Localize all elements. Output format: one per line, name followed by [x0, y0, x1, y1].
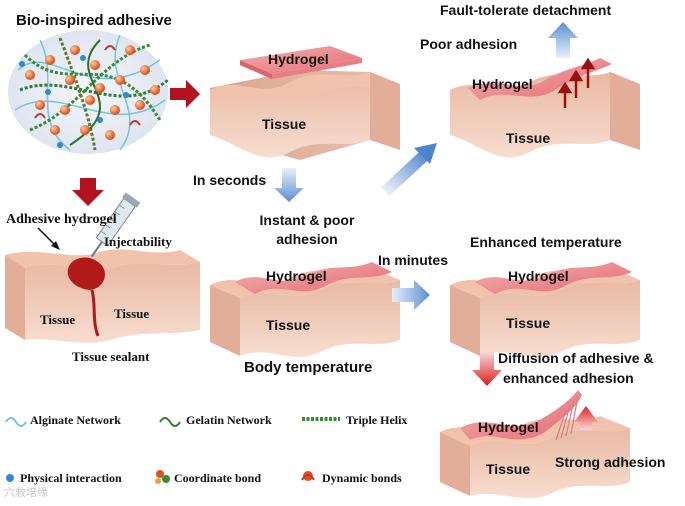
center-tissue-label: Tissue	[266, 317, 311, 333]
instant-poor-line1: Instant & poor	[259, 212, 355, 228]
legend-coordinate: Coordinate bond	[174, 471, 262, 485]
bottom-right-block	[440, 390, 630, 499]
enhanced-temperature-heading: Enhanced temperature	[470, 234, 622, 250]
left-tissue-block	[5, 192, 200, 343]
gelatin-icon	[159, 417, 181, 427]
in-minutes-label: In minutes	[378, 252, 449, 268]
dynamic-bond-icon	[301, 471, 315, 481]
middle-right-hydrogel-label: Hydrogel	[508, 268, 569, 284]
center-block	[210, 262, 400, 357]
blue-arrow-down	[274, 168, 304, 202]
top-right-tissue-label: Tissue	[506, 130, 551, 146]
top-right-block	[450, 57, 640, 158]
top-right-hydrogel-label: Hydrogel	[472, 76, 533, 92]
top-middle-block	[210, 46, 400, 160]
bottom-right-tissue-label: Tissue	[486, 461, 531, 477]
alginate-icon	[5, 417, 27, 427]
strong-adhesion-label: Strong adhesion	[555, 454, 666, 470]
in-seconds-label: In seconds	[193, 172, 267, 188]
coordinate-bond-icon	[155, 470, 170, 484]
physical-interaction-icon	[6, 474, 14, 482]
top-middle-tissue-label: Tissue	[262, 116, 307, 132]
legend-alginate: Alginate Network	[30, 413, 121, 427]
bottom-right-hydrogel-label: Hydrogel	[478, 419, 539, 435]
poor-adhesion-heading: Poor adhesion	[420, 36, 518, 52]
red-arrow-down	[72, 178, 104, 206]
middle-right-block	[450, 262, 640, 357]
diffusion-line2: enhanced adhesion	[503, 370, 634, 386]
body-temperature-caption: Body temperature	[244, 359, 373, 376]
blue-arrow-diagonal	[380, 143, 437, 197]
watermark: 六救培缘	[4, 486, 48, 499]
center-hydrogel-label: Hydrogel	[266, 268, 327, 284]
red-arrow-down-small	[472, 352, 502, 386]
top-middle-hydrogel-label: Hydrogel	[268, 51, 329, 67]
middle-right-tissue-label: Tissue	[506, 315, 551, 331]
blue-arrow-up	[548, 22, 578, 58]
blue-arrow-right	[392, 280, 430, 310]
network-illustration	[8, 30, 169, 154]
legend-physical: Physical interaction	[20, 471, 122, 485]
injectability-label: Injectability	[104, 234, 172, 249]
legend-dynamic: Dynamic bonds	[322, 471, 402, 485]
fault-tolerate-heading: Fault-tolerate detachment	[440, 2, 612, 18]
instant-poor-line2: adhesion	[276, 231, 338, 247]
legend-gelatin: Gelatin Network	[186, 413, 272, 427]
legend-icons	[5, 417, 340, 484]
adhesive-hydrogel-label: Adhesive hydrogel	[6, 212, 117, 227]
left-tissue-label-a: Tissue	[40, 312, 76, 327]
title: Bio-inspired adhesive	[16, 12, 172, 29]
legend-triple-helix: Triple Helix	[346, 413, 408, 427]
diffusion-line1: Diffusion of adhesive &	[498, 350, 654, 366]
red-arrow-right	[170, 80, 200, 108]
left-tissue-label-b: Tissue	[114, 306, 150, 321]
tissue-sealant-caption: Tissue sealant	[72, 349, 150, 364]
